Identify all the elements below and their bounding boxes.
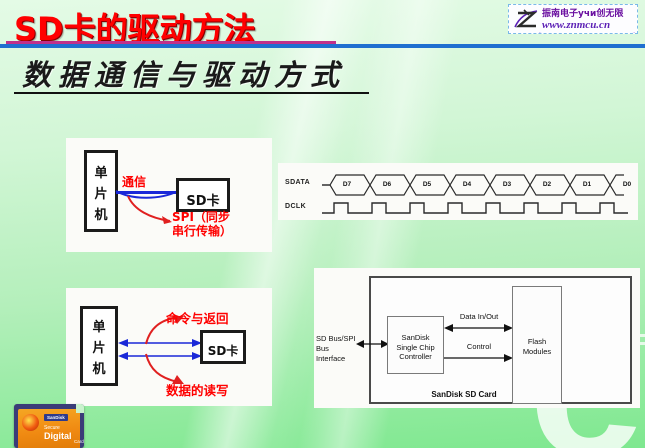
- mcu-box-spi: 单片机: [84, 150, 118, 232]
- diagram-rw-panel: 单片机 SD卡 命令与返回 数据的读写: [66, 288, 272, 406]
- sdcard-label-spi: SD卡: [186, 194, 220, 209]
- header-divider-blue: [0, 44, 645, 48]
- data-inout-arrow: [444, 324, 513, 332]
- timing-diagram-panel: SDATA DCLK D7 D6 D5 D4 D3 D2 D1 D0: [278, 163, 638, 220]
- bit-label-d2: D2: [542, 181, 552, 188]
- flash-modules-box: Flash Modules: [512, 286, 562, 404]
- sandisk-block-diagram-panel: SD Bus/SPI Bus Interface SanDisk Single …: [314, 268, 640, 408]
- spi-annotation: SPI（同步 串行传输）: [172, 210, 232, 238]
- spi-wire-curve: [115, 190, 179, 199]
- command-return-label: 命令与返回: [166, 311, 229, 326]
- bidirectional-bus-arrows: [118, 339, 202, 360]
- flash-line1: Flash: [527, 337, 547, 346]
- controller-line2: Single Chip: [396, 342, 435, 352]
- sdcard-box-spi: SD卡: [176, 178, 230, 212]
- mcu-label-rw: 单片机: [92, 320, 106, 377]
- communication-label: 通信: [122, 175, 147, 189]
- logo-url: www.znmcu.cn: [542, 19, 611, 31]
- control-arrow: [444, 354, 513, 362]
- bus-interface-line2: Interface: [316, 354, 346, 363]
- mcu-label-spi: 单片机: [94, 166, 108, 223]
- command-red-arrow: [145, 316, 184, 345]
- logo-swoosh: [539, 29, 635, 33]
- sd-card-secure-text: Secure: [44, 425, 60, 431]
- sd-card-digital-text: Digital: [44, 431, 72, 441]
- spi-annotation-line1: SPI（同步: [172, 210, 230, 224]
- bit-label-d7: D7: [342, 181, 352, 188]
- title-underline-red: [6, 41, 336, 44]
- sandisk-sun-icon: [22, 414, 39, 431]
- flash-line2: Modules: [522, 346, 552, 356]
- bit-label-d1: D1: [582, 181, 592, 188]
- data-inout-label: Data In/Out: [459, 312, 499, 321]
- timing-waveforms: [322, 174, 628, 214]
- control-label: Control: [466, 342, 492, 351]
- data-readwrite-label: 数据的读写: [166, 383, 229, 398]
- subtitle-underline: [14, 92, 369, 94]
- bit-label-d3: D3: [502, 181, 512, 188]
- signal-label-dclk: DCLK: [285, 203, 307, 210]
- diagram-spi-panel: 单片机 通信 SD卡 SPI（同步 串行传输）: [66, 138, 272, 252]
- interface-bidir-arrow: [356, 340, 389, 348]
- spi-red-arrow: [127, 195, 172, 224]
- controller-box: SanDisk Single Chip Controller: [387, 316, 444, 374]
- flash-modules-label: Flash Modules: [513, 337, 561, 356]
- controller-line3: Controller: [399, 352, 432, 361]
- sd-card-face: SanDisk Secure Digital Card: [18, 409, 84, 448]
- bus-interface-line1: SD Bus/SPI Bus: [316, 334, 356, 353]
- controller-line1: SanDisk: [401, 333, 430, 342]
- sandisk-sd-card-caption: SanDisk SD Card: [431, 390, 497, 399]
- sd-card-notch: [76, 404, 84, 413]
- spi-annotation-line2: 串行传输）: [172, 224, 233, 238]
- sd-card-photo: SanDisk Secure Digital Card: [14, 404, 84, 448]
- sd-card-card-text: Card: [74, 439, 84, 444]
- mcu-box-rw: 单片机: [80, 306, 118, 386]
- spi-link-wire: [116, 191, 178, 194]
- bit-label-d0: D0: [622, 181, 632, 188]
- logo-z-mark: [514, 9, 538, 28]
- bit-label-d5: D5: [422, 181, 432, 188]
- page-subtitle: 数据通信与驱动方式: [22, 58, 347, 92]
- signal-label-sdata: SDATA: [285, 179, 311, 186]
- bit-label-d6: D6: [382, 181, 392, 188]
- sdcard-label-rw: SD卡: [207, 344, 239, 358]
- sdcard-box-rw: SD卡: [200, 330, 246, 364]
- site-logo[interactable]: 振南电子учи创无限 www.znmcu.cn: [508, 4, 638, 34]
- data-red-arrow: [145, 353, 184, 384]
- sd-card-brand: SanDisk: [44, 414, 68, 421]
- bit-label-d4: D4: [462, 181, 472, 188]
- logo-cn-text: 振南电子учи创无限: [542, 9, 624, 19]
- controller-label: SanDisk Single Chip Controller: [388, 333, 443, 362]
- bus-interface-label: SD Bus/SPI Bus Interface: [316, 334, 368, 364]
